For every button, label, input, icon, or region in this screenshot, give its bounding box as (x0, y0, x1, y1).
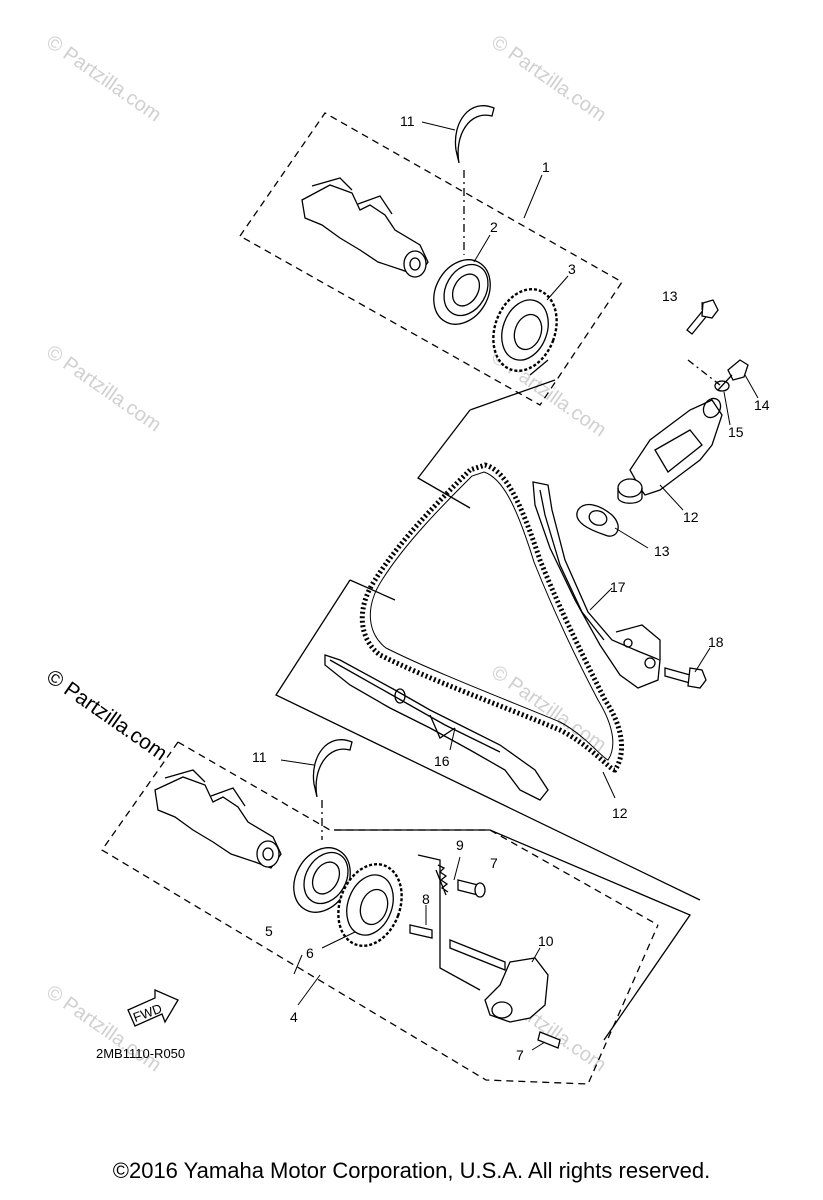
callout-11-lower: 11 (252, 749, 267, 765)
lower-bearing (293, 847, 351, 913)
timing-chain (359, 462, 625, 773)
leader-lines (280, 121, 759, 1051)
upper-camshaft (301, 177, 429, 278)
callout-1: 1 (542, 159, 550, 175)
callout-7-bottom: 7 (516, 1047, 524, 1063)
fwd-label: FWD (131, 1001, 164, 1025)
watermark-text: © Partzilla.com (42, 31, 165, 126)
callout-7-top: 7 (490, 855, 498, 871)
lower-camshaft-group (101, 739, 691, 1085)
lower-camshaft (154, 769, 282, 869)
assembly-line (417, 854, 481, 991)
watermark-text: © Partzilla.com (42, 341, 165, 436)
callout-11-upper: 11 (400, 113, 415, 129)
callout-8: 8 (422, 891, 430, 907)
bolt-20 (664, 667, 707, 689)
callout-17: 15 (728, 424, 744, 440)
callout-4: 4 (290, 1009, 298, 1025)
boundary-line (349, 579, 396, 601)
callout-10: 10 (538, 933, 554, 949)
upper-camshaft-group (239, 105, 623, 406)
copyright-notice: ©2016 Yamaha Motor Corporation, U.S.A. A… (112, 1158, 711, 1183)
assembly-line (687, 359, 721, 386)
lower-sprocket (337, 863, 403, 947)
callout-6: 6 (306, 945, 314, 961)
watermark-text: © Partzilla.com (487, 31, 610, 126)
brand-watermark: © Partzilla.com (42, 665, 171, 765)
washer-17 (714, 380, 730, 392)
callout-9: 9 (456, 837, 464, 853)
chain-tensioner (617, 397, 723, 504)
spring-9 (435, 864, 449, 896)
callout-12: 12 (612, 805, 628, 821)
callout-15: 13 (662, 288, 678, 304)
callout-16: 14 (754, 397, 770, 413)
callout-19: 17 (610, 579, 626, 595)
callout-2: 2 (490, 219, 498, 235)
fwd-arrow: FWD (127, 989, 179, 1027)
upper-circlip (454, 105, 495, 164)
diagram-code: 2MB1110-R050 (96, 1046, 185, 1061)
lower-circlip (312, 739, 353, 798)
tensioner-guide (532, 481, 661, 689)
callout-13: 12 (683, 509, 699, 525)
connector-line (469, 379, 556, 411)
callout-5: 5 (265, 923, 273, 939)
upper-sprocket (492, 288, 558, 372)
callouts: 11 1 2 3 13 14 15 12 13 17 18 11 16 12 9… (96, 113, 770, 1063)
chain-guide (324, 654, 549, 801)
upper-bearing (433, 259, 491, 325)
boundary-line (275, 579, 701, 901)
watermark-text: © Partzilla.com (42, 981, 165, 1076)
tensioner-gasket (576, 503, 619, 537)
callout-3: 3 (568, 261, 576, 277)
callout-18: 16 (434, 753, 450, 769)
bolt-15 (686, 299, 719, 335)
bolt-16 (717, 359, 749, 391)
pin-8 (409, 924, 433, 939)
callout-14: 13 (654, 543, 670, 559)
callout-20: 18 (708, 634, 724, 650)
connector-line (417, 409, 471, 509)
decompressor (449, 939, 561, 1049)
